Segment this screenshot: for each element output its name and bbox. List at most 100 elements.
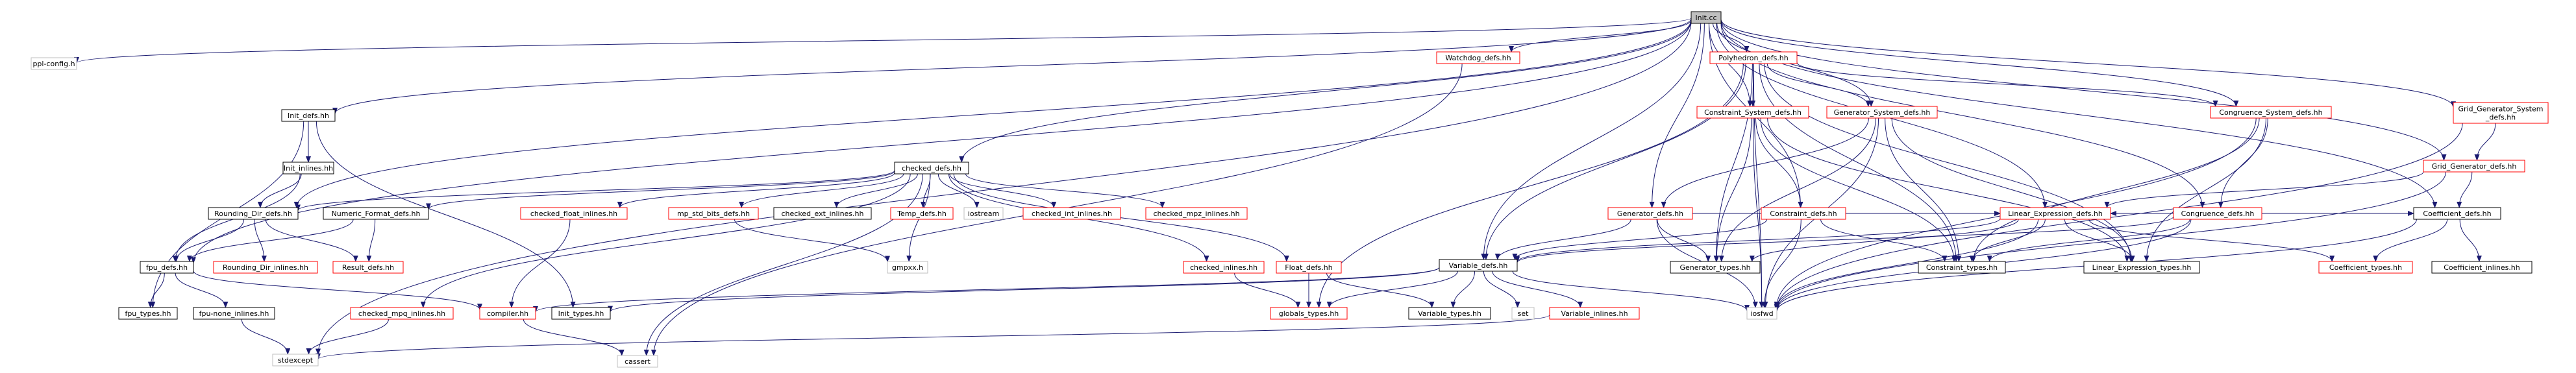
node-fpu_defs[interactable]: fpu_defs.hh (140, 261, 194, 274)
node-constraint_types[interactable]: Constraint_types.hh (1918, 261, 2006, 274)
node-box-float_defs[interactable] (1276, 261, 1342, 274)
node-box-ppl_config[interactable] (31, 57, 77, 70)
node-box-congruence_system_defs[interactable] (2210, 106, 2332, 119)
node-box-coefficient_defs[interactable] (2413, 207, 2501, 220)
node-box-mp_std_bits_defs[interactable] (668, 207, 759, 220)
node-gmpxx[interactable]: gmpxx.h (887, 261, 928, 274)
node-box-iostream[interactable] (963, 207, 1004, 220)
node-box-rounding_dir_inlines[interactable] (213, 261, 318, 274)
node-fpu_none_inlines[interactable]: fpu-none_inlines.hh (193, 307, 275, 320)
node-box-variable_defs[interactable] (1439, 259, 1518, 272)
node-box-variable_types[interactable] (1408, 307, 1491, 320)
node-box-fpu_types[interactable] (118, 307, 178, 320)
node-constraint_defs[interactable]: Constraint_defs.hh (1761, 207, 1846, 220)
node-checked_mpq_inlines[interactable]: checked_mpq_inlines.hh (350, 307, 454, 320)
node-variable_types[interactable]: Variable_types.hh (1408, 307, 1491, 320)
node-box-stdexcept[interactable] (272, 354, 319, 367)
node-ppl_config[interactable]: ppl-config.h (31, 57, 77, 70)
node-box-fpu_none_inlines[interactable] (193, 307, 275, 320)
node-float_defs[interactable]: Float_defs.hh (1276, 261, 1342, 274)
node-box-checked_mpq_inlines[interactable] (350, 307, 454, 320)
node-iostream[interactable]: iostream (963, 207, 1004, 220)
node-box-checked_float_inlines[interactable] (520, 207, 628, 220)
node-box-watchdog_defs[interactable] (1436, 51, 1520, 64)
node-box-set[interactable] (1511, 307, 1535, 320)
node-box-iosfwd[interactable] (1746, 307, 1777, 320)
node-variable_inlines[interactable]: Variable_inlines.hh (1549, 307, 1640, 320)
node-checked_mpz_inlines[interactable]: checked_mpz_inlines.hh (1145, 207, 1248, 220)
node-box-compiler[interactable] (479, 307, 536, 320)
node-compiler[interactable]: compiler.hh (479, 307, 536, 320)
node-checked_int_inlines[interactable]: checked_int_inlines.hh (1022, 207, 1121, 220)
node-box-constraint_defs[interactable] (1761, 207, 1846, 220)
node-iosfwd[interactable]: iosfwd (1746, 307, 1777, 320)
node-box-linear_expression_defs[interactable] (2000, 207, 2111, 220)
node-box-generator_system_defs[interactable] (1826, 106, 1938, 119)
node-box-temp_defs[interactable] (890, 207, 954, 220)
node-box-checked_ext_inlines[interactable] (773, 207, 872, 220)
node-box-constraint_system_defs[interactable] (1696, 106, 1809, 119)
node-variable_defs[interactable]: Variable_defs.hh (1439, 259, 1518, 272)
node-fpu_types[interactable]: fpu_types.hh (118, 307, 178, 320)
node-numeric_format_defs[interactable]: Numeric_Format_defs.hh (323, 207, 429, 220)
node-linear_expression_defs[interactable]: Linear_Expression_defs.hh (2000, 207, 2111, 220)
node-generator_types[interactable]: Generator_types.hh (1670, 261, 1761, 274)
node-rounding_dir_inlines[interactable]: Rounding_Dir_inlines.hh (213, 261, 318, 274)
node-congruence_system_defs[interactable]: Congruence_System_defs.hh (2210, 106, 2332, 119)
node-watchdog_defs[interactable]: Watchdog_defs.hh (1436, 51, 1520, 64)
node-box-checked_int_inlines[interactable] (1022, 207, 1121, 220)
node-rounding_dir_defs[interactable]: Rounding_Dir_defs.hh (208, 207, 299, 220)
node-grid_generator_system_defs[interactable]: Grid_Generator_System_defs.hh (2453, 102, 2549, 124)
node-congruence_defs[interactable]: Congruence_defs.hh (2173, 207, 2262, 220)
node-coefficient_types[interactable]: Coefficient_types.hh (2318, 261, 2413, 274)
node-box-rounding_dir_defs[interactable] (208, 207, 299, 220)
node-box-grid_generator_system_defs[interactable] (2453, 102, 2549, 124)
node-checked_defs[interactable]: checked_defs.hh (894, 162, 969, 174)
node-box-init_types[interactable] (551, 307, 611, 320)
node-coefficient_defs[interactable]: Coefficient_defs.hh (2413, 207, 2501, 220)
node-mp_std_bits_defs[interactable]: mp_std_bits_defs.hh (668, 207, 759, 220)
node-box-result_defs[interactable] (332, 261, 404, 274)
node-box-grid_generator_defs[interactable] (2423, 160, 2525, 173)
node-box-numeric_format_defs[interactable] (323, 207, 429, 220)
node-checked_ext_inlines[interactable]: checked_ext_inlines.hh (773, 207, 872, 220)
node-polyhedron_defs[interactable]: Polyhedron_defs.hh (1709, 51, 1798, 64)
node-init_types[interactable]: Init_types.hh (551, 307, 611, 320)
node-box-fpu_defs[interactable] (140, 261, 194, 274)
node-box-checked_inlines[interactable] (1183, 261, 1265, 274)
node-grid_generator_defs[interactable]: Grid_Generator_defs.hh (2423, 160, 2525, 173)
node-result_defs[interactable]: Result_defs.hh (332, 261, 404, 274)
node-box-init_inlines[interactable] (282, 162, 334, 174)
node-coefficient_inlines[interactable]: Coefficient_inlines.hh (2431, 261, 2533, 274)
node-box-coefficient_types[interactable] (2318, 261, 2413, 274)
node-linear_expression_types[interactable]: Linear_Expression_types.hh (2083, 261, 2200, 274)
node-box-polyhedron_defs[interactable] (1709, 51, 1798, 64)
node-box-checked_mpz_inlines[interactable] (1145, 207, 1248, 220)
node-globals_types[interactable]: globals_types.hh (1270, 307, 1348, 320)
node-checked_float_inlines[interactable]: checked_float_inlines.hh (520, 207, 628, 220)
node-box-checked_defs[interactable] (894, 162, 969, 174)
node-cassert[interactable]: cassert (617, 355, 658, 368)
node-generator_defs[interactable]: Generator_defs.hh (1607, 207, 1693, 220)
node-box-init_cc[interactable] (1690, 11, 1722, 24)
node-box-init_defs[interactable] (281, 109, 336, 122)
node-temp_defs[interactable]: Temp_defs.hh (890, 207, 954, 220)
node-box-linear_expression_types[interactable] (2083, 261, 2200, 274)
node-checked_inlines[interactable]: checked_inlines.hh (1183, 261, 1265, 274)
node-box-cassert[interactable] (617, 355, 658, 368)
node-box-generator_defs[interactable] (1607, 207, 1693, 220)
node-constraint_system_defs[interactable]: Constraint_System_defs.hh (1696, 106, 1809, 119)
node-init_inlines[interactable]: Init_inlines.hh (282, 162, 334, 174)
node-box-globals_types[interactable] (1270, 307, 1348, 320)
node-init_cc[interactable]: Init.cc (1690, 11, 1722, 24)
node-box-congruence_defs[interactable] (2173, 207, 2262, 220)
node-stdexcept[interactable]: stdexcept (272, 354, 319, 367)
node-box-coefficient_inlines[interactable] (2431, 261, 2533, 274)
node-set[interactable]: set (1511, 307, 1535, 320)
node-init_defs[interactable]: Init_defs.hh (281, 109, 336, 122)
node-generator_system_defs[interactable]: Generator_System_defs.hh (1826, 106, 1938, 119)
node-box-generator_types[interactable] (1670, 261, 1761, 274)
node-box-constraint_types[interactable] (1918, 261, 2006, 274)
node-box-variable_inlines[interactable] (1549, 307, 1640, 320)
node-box-gmpxx[interactable] (887, 261, 928, 274)
